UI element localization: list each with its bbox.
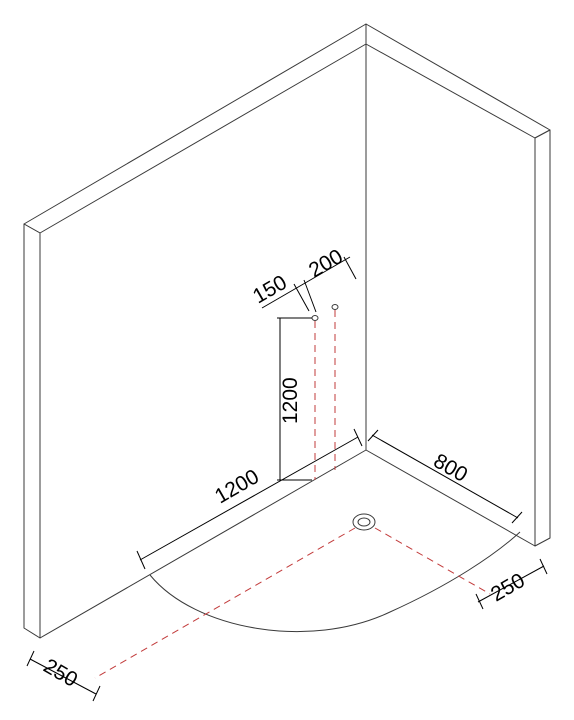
- dim-length-tick-left: [136, 550, 146, 570]
- dim-drain-offset-left-label: 250: [40, 654, 82, 691]
- dim-inlet-spacing-label: 200: [305, 245, 347, 282]
- left-wall: [23, 23, 367, 639]
- left-wall-end-face: [23, 223, 41, 639]
- hot-inlet-icon: [331, 304, 339, 310]
- dim-drain-right-line: [477, 565, 545, 603]
- dim-drain-left-tick-right: [92, 685, 101, 702]
- tray-curved-edge: [149, 531, 521, 633]
- dim-drain-left: 250: [26, 650, 101, 702]
- dim-inlet-height-label: 1200: [279, 377, 302, 424]
- dim-inlet-extension-left: [293, 283, 310, 312]
- dim-inlet-spacing: 150 200: [249, 245, 357, 313]
- dim-inlet-offset-label: 150: [249, 271, 291, 308]
- right-wall: [365, 23, 551, 547]
- right-wall-end-face: [534, 129, 551, 547]
- drain: [94, 513, 491, 679]
- dim-inlet-height: 1200: [277, 317, 312, 481]
- drain-hidden-line-left: [94, 527, 356, 679]
- dim-drain-right: 250: [475, 558, 548, 610]
- dim-drain-right-tick-right: [539, 558, 548, 575]
- water-inlets: [311, 304, 339, 480]
- dim-length-tick-right: [353, 428, 363, 447]
- dim-inlet-extension-mid: [303, 279, 317, 313]
- dim-width-line: [371, 434, 519, 519]
- dim-inlet-baseline: [261, 256, 351, 309]
- left-wall-base-edge: [39, 449, 367, 639]
- dim-tray-length: 1200: [136, 428, 363, 570]
- drain-hidden-line-right: [374, 527, 491, 595]
- dim-width-tick-left: [367, 429, 379, 442]
- dim-length-line: [139, 436, 359, 561]
- dim-tray-length-label: 1200: [211, 465, 263, 508]
- cold-inlet-icon: [311, 315, 319, 321]
- dim-inlet-extension-right: [343, 256, 357, 280]
- dim-width-tick-right: [511, 511, 523, 524]
- dim-tray-width: 800: [367, 429, 523, 524]
- left-wall-top-face: [23, 23, 367, 234]
- dim-tray-width-label: 800: [430, 449, 472, 486]
- drain-inner-icon: [357, 517, 371, 527]
- dim-drain-right-tick-left: [475, 593, 484, 610]
- dim-drain-left-line: [29, 658, 97, 695]
- drain-outer-icon: [352, 513, 376, 531]
- dim-drain-left-tick-left: [26, 650, 35, 667]
- right-wall-top-face: [365, 23, 551, 139]
- right-wall-base-edge: [365, 449, 536, 547]
- dim-drain-offset-right-label: 250: [487, 569, 529, 606]
